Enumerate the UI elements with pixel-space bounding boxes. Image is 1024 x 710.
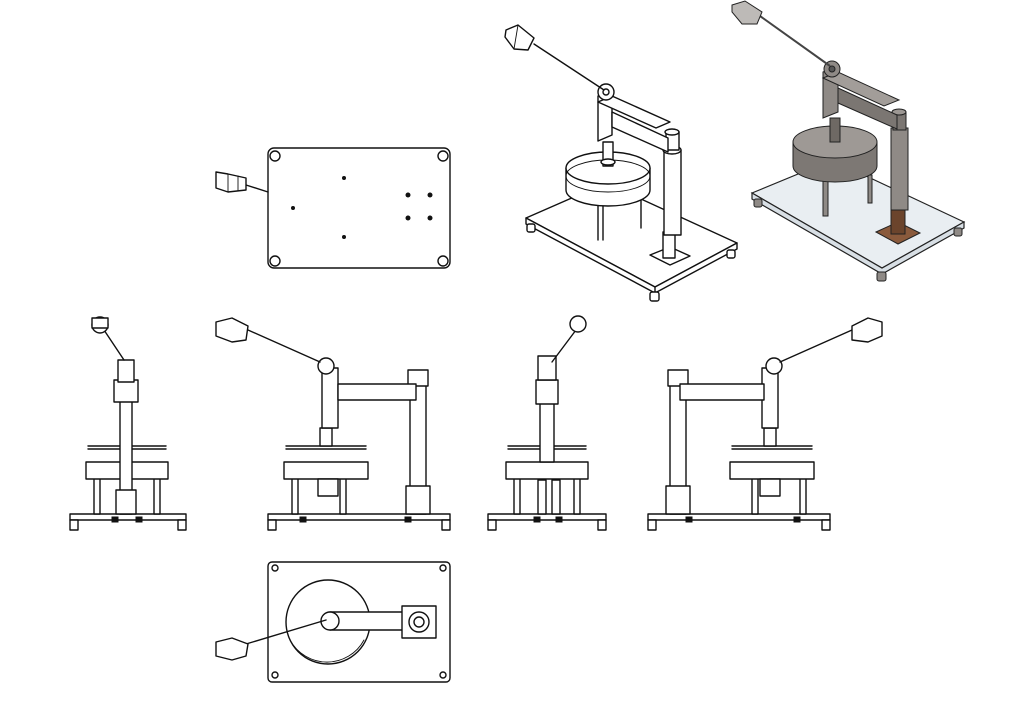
foot-circle xyxy=(269,255,281,267)
shaded-lever-grip xyxy=(731,0,763,25)
iso-lever-grip xyxy=(504,24,535,51)
mounting-hole xyxy=(342,235,346,239)
foot-circle xyxy=(437,150,449,162)
lever-handle-grip xyxy=(215,171,247,193)
lever-rod xyxy=(245,184,269,193)
foot-circle xyxy=(437,255,449,267)
mounting-hole xyxy=(342,176,346,180)
back-view xyxy=(647,317,883,531)
mounting-hole xyxy=(405,215,411,221)
right-view xyxy=(487,315,607,531)
iso-lever-rod xyxy=(533,43,605,91)
left-view xyxy=(69,316,187,531)
isometric-view xyxy=(504,24,738,302)
mounting-hole xyxy=(427,192,433,198)
mounting-hole xyxy=(427,215,433,221)
top-view xyxy=(215,561,451,683)
bottom-view xyxy=(215,147,451,269)
mounting-hole xyxy=(291,206,295,210)
base-plate-outline xyxy=(267,147,451,269)
shaded-lever-rod xyxy=(759,15,831,67)
shaded-column xyxy=(890,127,909,211)
front-view xyxy=(215,317,451,531)
isometric-shaded-view xyxy=(731,0,966,282)
mounting-hole xyxy=(405,192,411,198)
foot-circle xyxy=(269,150,281,162)
